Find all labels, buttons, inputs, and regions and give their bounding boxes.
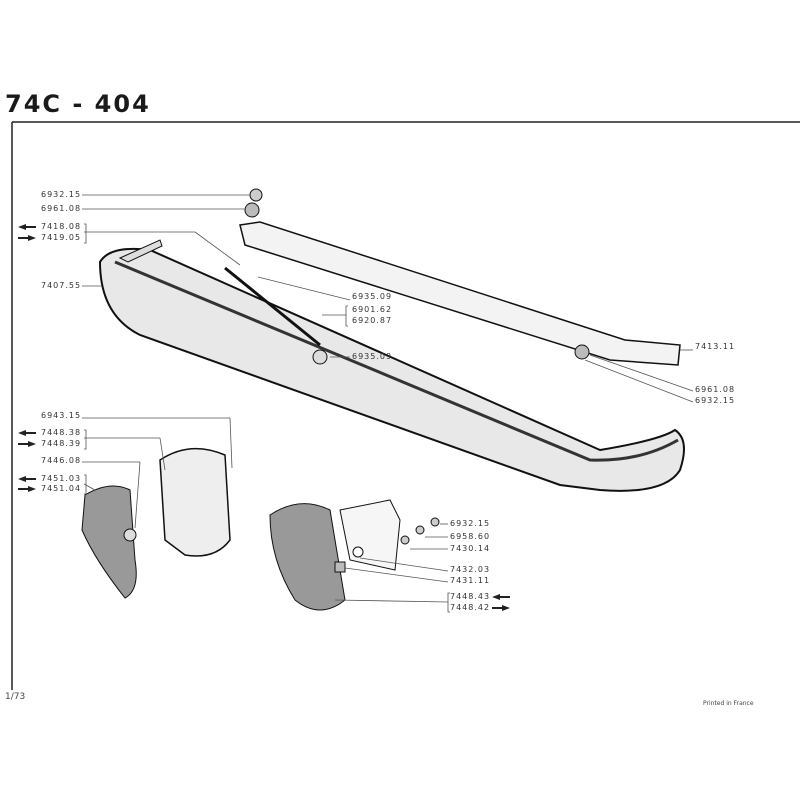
leader-lines [82,194,694,613]
part-label: 6932.15 [450,519,491,528]
support-bracket [239,221,681,366]
part-label: 7448.39 [41,439,82,448]
part-label: 7448.38 [41,428,82,437]
bumper-highlight [114,260,679,462]
printed-note: Printed in France [703,700,754,707]
rubber-grommet [312,349,328,365]
part-label: 6961.08 [695,385,736,394]
part-label: 6958.60 [450,532,491,541]
part-label: 7430.14 [450,544,491,553]
side-arrows [18,224,510,611]
part-label: 7432.03 [450,565,491,574]
part-label: 6932.15 [41,190,82,199]
page-number: 1/73 [5,692,26,702]
washer [244,202,260,218]
part-label: 7446.08 [41,456,82,465]
part-label: 7407.55 [41,281,82,290]
part-label: 6961.08 [41,204,82,213]
part-label: 7448.42 [450,603,491,612]
part-label: 7413.11 [695,342,736,351]
part-label: 6943.15 [41,411,82,420]
page-title: 74C - 404 [5,90,151,118]
bolt [123,528,137,542]
bumper-end [118,239,163,263]
part-label: 7448.43 [450,592,491,601]
overrider-rubber-right [269,503,346,611]
stay-rod [224,266,321,347]
part-label: 6935.09 [352,292,393,301]
part-label: 6932.15 [695,396,736,405]
part-label: 6901.62 [352,305,393,314]
part-label: 6935.09 [352,352,393,361]
part-label: 7451.03 [41,474,82,483]
nut [249,188,263,202]
part-label: 7451.04 [41,484,82,493]
part-label: 6920.87 [352,316,393,325]
part-label: 7419.05 [41,233,82,242]
overrider-left [159,447,231,557]
part-label: 7418.08 [41,222,82,231]
washer [574,344,590,360]
overrider-rubber-left [81,485,137,599]
part-label: 7431.11 [450,576,491,585]
